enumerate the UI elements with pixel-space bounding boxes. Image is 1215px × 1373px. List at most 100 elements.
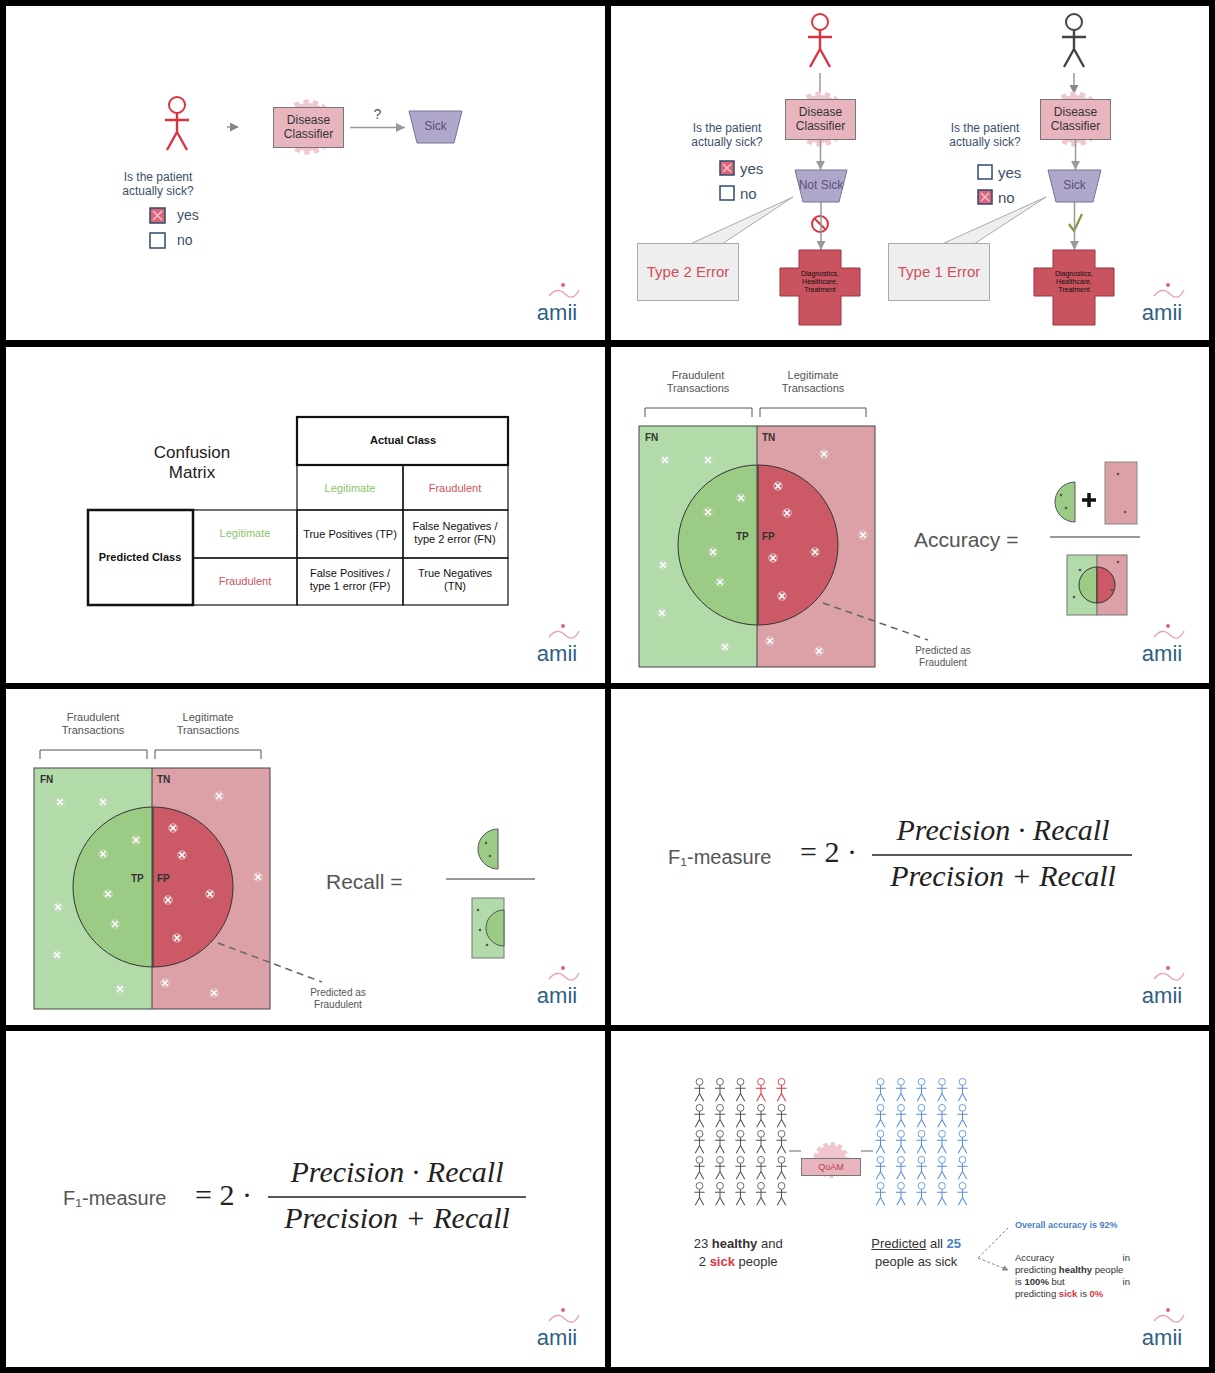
person-icon — [937, 1078, 947, 1101]
node-text: Disease Classifier — [786, 106, 855, 134]
dot — [1111, 589, 1114, 592]
annotation-text: Fraudulent — [429, 482, 482, 495]
x-mark — [859, 531, 867, 539]
x-mark — [716, 578, 724, 586]
logo-dot — [561, 624, 565, 628]
annotation-text: all — [930, 1236, 943, 1251]
x-mark — [737, 494, 745, 502]
person-icon — [735, 1104, 745, 1127]
flow-arrow — [1074, 202, 1076, 250]
dot — [479, 929, 482, 932]
annotation-text: True Negatives (TN) — [410, 567, 500, 593]
logo-dot — [1166, 966, 1170, 970]
person-icon — [896, 1130, 906, 1153]
node-text: Disease Classifier — [1041, 106, 1110, 134]
annotation-text: = 2 · — [800, 834, 857, 870]
x-mark — [164, 896, 172, 904]
input-arrow — [820, 73, 1074, 93]
model-box: QuAM — [801, 1158, 861, 1176]
annotation-text: Precision · Recall — [897, 812, 1110, 848]
x-mark — [169, 824, 177, 832]
callout-tail — [690, 197, 793, 244]
text-line: 23healthyand — [694, 1236, 787, 1252]
dot — [1065, 507, 1068, 510]
annotation-text: sick — [1059, 1288, 1078, 1299]
x-mark — [721, 643, 729, 651]
x-mark — [116, 985, 124, 993]
logo-squiggle — [549, 631, 579, 638]
logo-text: amii — [1142, 641, 1182, 667]
approved-check — [1069, 214, 1082, 231]
annotation-text: 25 — [947, 1236, 961, 1251]
patient-figure — [1062, 14, 1086, 67]
annotation-text: sick — [710, 1254, 735, 1269]
person-icon — [916, 1078, 926, 1101]
x-mark — [704, 508, 712, 516]
x-mark — [56, 798, 64, 806]
person-icon — [957, 1078, 967, 1101]
trapezoid-shape — [1048, 170, 1101, 202]
person-icon — [937, 1156, 947, 1179]
annotation-text: healthy — [712, 1236, 758, 1251]
node-text: QuAM — [818, 1162, 844, 1172]
dot — [485, 842, 488, 845]
x-mark — [658, 609, 666, 617]
annotation-text: 100% — [1025, 1276, 1049, 1287]
people-grid — [694, 1078, 967, 1205]
node-text: Type 1 Error — [898, 263, 981, 280]
logo-text: amii — [1142, 300, 1182, 326]
logo-marks — [549, 283, 1184, 1322]
x-mark — [132, 836, 140, 844]
person-icon — [756, 1104, 766, 1127]
logo-squiggle — [549, 290, 579, 297]
dot — [1060, 494, 1063, 497]
person-icon — [735, 1078, 745, 1101]
person-icon — [756, 1130, 766, 1153]
patient-figure — [165, 97, 189, 150]
annotation-text: people — [739, 1254, 778, 1269]
logo-dot — [561, 1308, 565, 1312]
output-trapezoid: Sick — [409, 111, 462, 143]
fraction-bar — [268, 1196, 526, 1198]
x-mark — [783, 509, 791, 517]
x-mark — [820, 450, 828, 458]
person-icon — [896, 1104, 906, 1127]
annotation-text: yes — [740, 160, 763, 178]
annotation-text: people as sick — [875, 1254, 957, 1269]
annotation-text: 2 — [699, 1254, 706, 1269]
person-icon — [715, 1130, 725, 1153]
annotation-text: Precision + Recall — [284, 1200, 510, 1236]
error-callout: Type 1 Error — [888, 243, 990, 301]
person-icon — [694, 1156, 704, 1179]
person-icon — [916, 1130, 926, 1153]
person-icon — [715, 1182, 725, 1205]
node-text: Sick — [1063, 179, 1086, 193]
logo-dot — [1166, 1308, 1170, 1312]
person-icon — [776, 1104, 786, 1127]
logo-squiggle — [549, 973, 579, 980]
x-mark — [815, 647, 823, 655]
text-line: Predicted all 25 — [871, 1236, 964, 1252]
annotation-text: Confusion Matrix — [137, 443, 247, 484]
annotation-text: = 2 · — [195, 1177, 252, 1213]
callout-tail — [942, 197, 1046, 244]
person-icon — [776, 1156, 786, 1179]
dot — [477, 909, 480, 912]
node-text: Diagnostics, Healthcare, Treatment — [1045, 270, 1103, 294]
annotation-text: Legitimate — [325, 482, 376, 495]
x-mark — [99, 798, 107, 806]
annotation-text: Predicted — [871, 1236, 926, 1251]
annotation-text: FN — [645, 432, 658, 444]
annotation-text: Legitimate Transactions — [768, 369, 858, 395]
annotation-text: FP — [157, 873, 170, 885]
x-mark — [173, 934, 181, 942]
annotation-text: F₁-measure — [668, 845, 771, 869]
annotation-text: yes — [998, 164, 1021, 182]
logo-dot — [1166, 624, 1170, 628]
person-icon — [875, 1104, 885, 1127]
recall-fraction — [446, 829, 535, 958]
logo-text: amii — [537, 300, 577, 326]
